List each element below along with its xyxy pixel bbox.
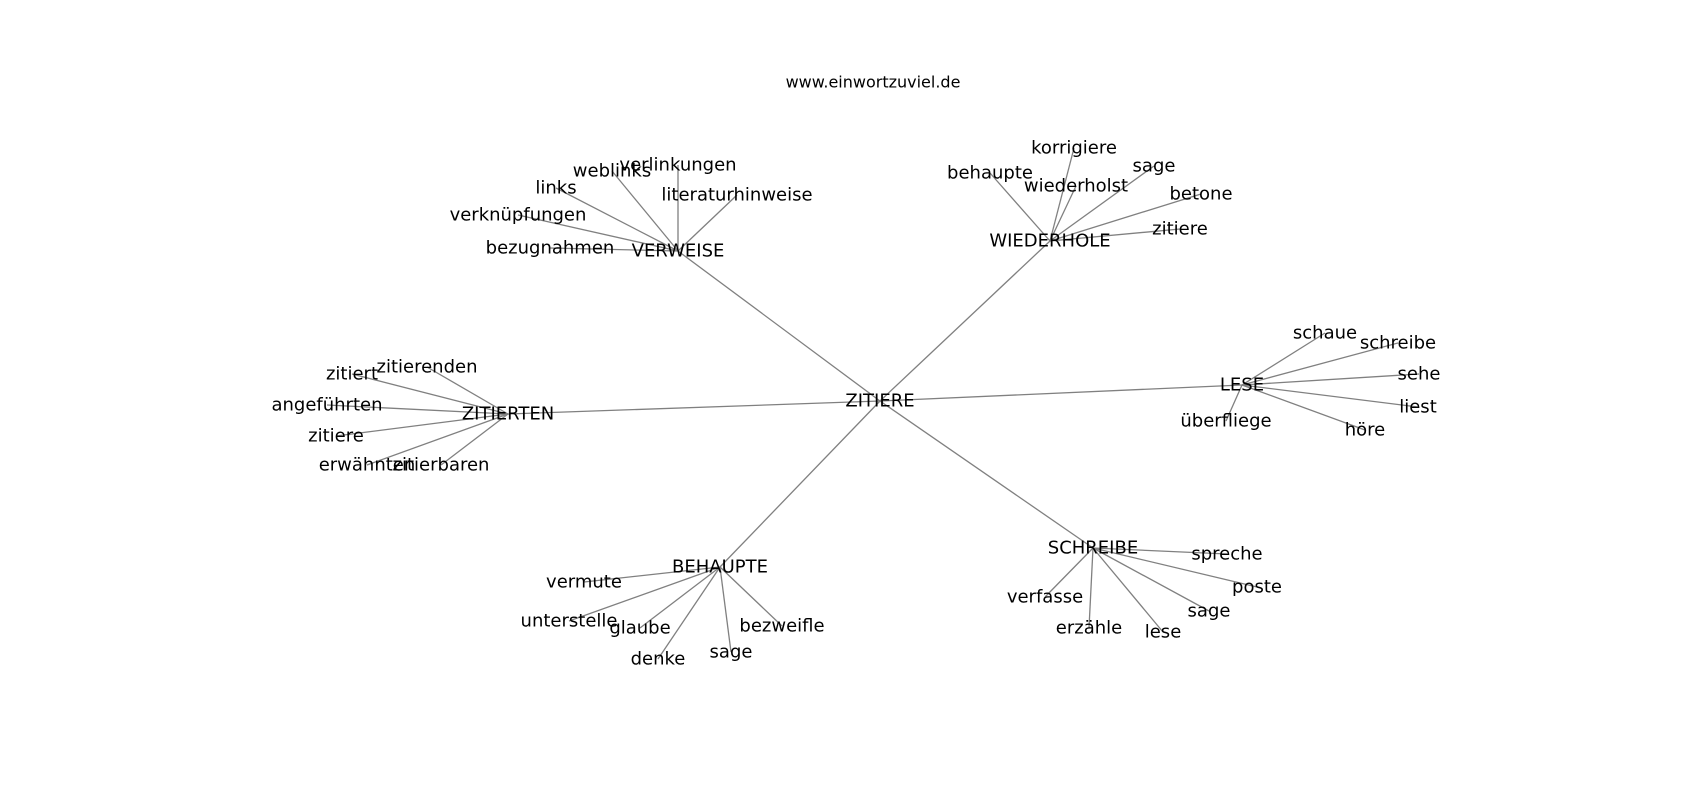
edge-hub-to-leaf bbox=[1044, 547, 1094, 598]
edge-hub-to-leaf bbox=[568, 566, 721, 622]
edge-hub-to-leaf bbox=[1049, 185, 1077, 242]
edge-hub-to-leaf bbox=[1225, 384, 1243, 422]
edge-hub-to-leaf bbox=[1092, 547, 1210, 612]
leaf-node-label: links bbox=[535, 178, 576, 199]
edge-hub-to-leaf bbox=[1092, 547, 1228, 555]
edge-center-to-hub bbox=[507, 400, 881, 415]
leaf-node-label: zitiere bbox=[308, 426, 364, 447]
leaf-node-label: erwähnten bbox=[319, 455, 416, 476]
leaf-node-label: denke bbox=[631, 649, 686, 670]
leaf-node-label: vermute bbox=[546, 572, 622, 593]
leaf-node-label: sage bbox=[1133, 156, 1176, 177]
edge-hub-to-leaf bbox=[517, 214, 679, 252]
edge-hub-to-leaf bbox=[657, 566, 721, 660]
edge-hub-to-leaf bbox=[351, 373, 509, 415]
edge-center-to-hub bbox=[879, 384, 1243, 402]
leaf-node-label: zitierenden bbox=[377, 357, 478, 378]
edge-hub-to-leaf bbox=[1241, 342, 1399, 386]
leaf-node-label: verlinkungen bbox=[619, 155, 736, 176]
hub-node-label: VERWEISE bbox=[632, 241, 725, 262]
leaf-node-label: korrigiere bbox=[1031, 138, 1117, 159]
edge-hub-to-leaf bbox=[677, 194, 738, 252]
edge-hub-to-leaf bbox=[1092, 547, 1164, 633]
leaf-node-label: sage bbox=[710, 642, 753, 663]
leaf-node-label: höre bbox=[1345, 420, 1386, 441]
leaf-node-label: verfasse bbox=[1007, 587, 1083, 608]
edge-hub-to-leaf bbox=[1241, 373, 1420, 386]
hub-node-label: ZITIERTEN bbox=[462, 404, 554, 425]
leaf-node-label: betone bbox=[1169, 184, 1232, 205]
edge-hub-to-leaf bbox=[1049, 193, 1202, 242]
leaf-node-label: verknüpfungen bbox=[450, 205, 587, 226]
leaf-node-label: liest bbox=[1399, 397, 1437, 418]
edge-hub-to-leaf bbox=[1241, 332, 1326, 386]
leaf-node-label: schreibe bbox=[1360, 333, 1436, 354]
edge-center-to-hub bbox=[879, 240, 1051, 402]
leaf-node-label: wiederholst bbox=[1024, 176, 1128, 197]
hub-node-label: BEHAUPTE bbox=[672, 557, 768, 578]
leaf-node-label: zitiere bbox=[1152, 219, 1208, 240]
labels-layer: ZITIERE VERWEISE verlinkungenweblinkslinks… bbox=[271, 138, 1440, 670]
leaf-node-label: zitiert bbox=[326, 364, 378, 385]
edge-hub-to-leaf bbox=[426, 366, 509, 415]
edge-hub-to-leaf bbox=[326, 404, 509, 415]
leaf-node-label: lese bbox=[1145, 622, 1182, 643]
edge-center-to-hub bbox=[879, 400, 1094, 549]
leaf-node-label: angeführten bbox=[271, 395, 382, 416]
edge-hub-to-leaf bbox=[719, 566, 732, 653]
leaf-node-label: zitierbaren bbox=[393, 455, 490, 476]
leaf-node-label: überfliege bbox=[1180, 411, 1271, 432]
edge-hub-to-leaf bbox=[366, 413, 509, 466]
edge-hub-to-leaf bbox=[1088, 547, 1094, 629]
edge-hub-to-leaf bbox=[1049, 228, 1181, 242]
leaf-node-label: schaue bbox=[1293, 323, 1357, 344]
edge-hub-to-leaf bbox=[549, 247, 679, 252]
diagram-title: www.einwortzuviel.de bbox=[786, 73, 961, 92]
edge-hub-to-leaf bbox=[1049, 165, 1155, 242]
hub-node-label: SCHREIBE bbox=[1048, 538, 1138, 559]
edges-layer bbox=[326, 147, 1420, 660]
edge-hub-to-leaf bbox=[989, 172, 1051, 242]
leaf-node-label: bezweifle bbox=[739, 616, 824, 637]
edge-hub-to-leaf bbox=[719, 566, 783, 627]
hub-node-label: WIEDERHOLE bbox=[989, 231, 1110, 252]
edge-hub-to-leaf bbox=[440, 413, 509, 466]
leaf-node-label: behaupte bbox=[947, 163, 1033, 184]
leaf-node-label: bezugnahmen bbox=[486, 238, 615, 259]
edge-hub-to-leaf bbox=[583, 566, 721, 583]
edge-hub-to-leaf bbox=[1092, 547, 1258, 588]
leaf-node-label: unterstelle bbox=[521, 611, 618, 632]
edge-center-to-hub bbox=[677, 250, 881, 402]
edge-hub-to-leaf bbox=[639, 566, 721, 629]
leaf-node-label: sehe bbox=[1398, 364, 1441, 385]
leaf-node-label: spreche bbox=[1191, 544, 1262, 565]
hub-node-label: LESE bbox=[1220, 375, 1264, 396]
edge-center-to-hub bbox=[719, 400, 881, 568]
edge-hub-to-leaf bbox=[555, 187, 679, 252]
edge-hub-to-leaf bbox=[335, 413, 509, 437]
edge-hub-to-leaf bbox=[1241, 384, 1419, 408]
leaf-node-label: erzähle bbox=[1056, 618, 1122, 639]
edge-hub-to-leaf bbox=[1241, 384, 1366, 431]
leaf-node-label: glaube bbox=[609, 618, 670, 639]
leaf-node-label: weblinks bbox=[573, 161, 651, 182]
center-node-label: ZITIERE bbox=[845, 391, 914, 412]
edge-hub-to-leaf bbox=[611, 170, 679, 252]
leaf-node-label: literaturhinweise bbox=[661, 185, 812, 206]
leaf-node-label: sage bbox=[1188, 601, 1231, 622]
leaf-node-label: poste bbox=[1232, 577, 1282, 598]
edge-hub-to-leaf bbox=[1049, 147, 1075, 242]
